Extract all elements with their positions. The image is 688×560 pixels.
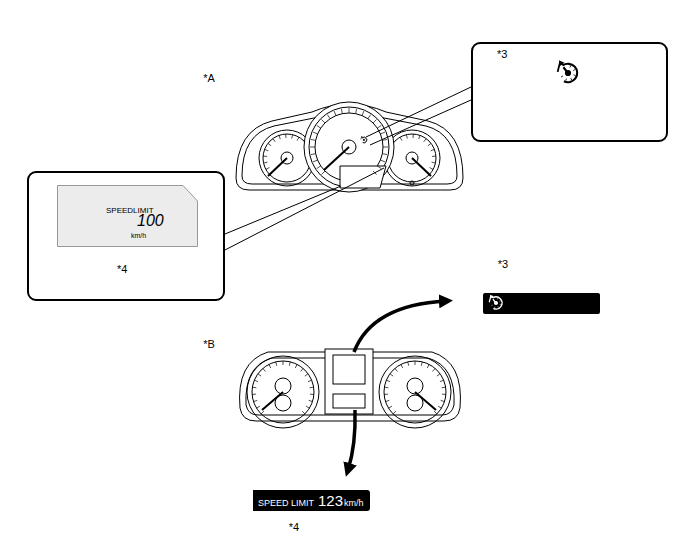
leader-line [225, 87, 471, 250]
meter-cluster-a [236, 102, 463, 192]
callout-label: *3 [498, 258, 508, 270]
callout-label: *B [203, 338, 215, 350]
pointer-arrow [348, 301, 446, 470]
speed-limiter-icon [361, 136, 367, 143]
display-text: km/h [131, 232, 146, 239]
callout-number: *3 [497, 49, 507, 60]
display-text: SPEED LIMIT [258, 493, 314, 514]
callout-label: *4 [289, 521, 299, 533]
callout-label: *A [203, 72, 215, 84]
lcd-display: SPEEDLIMIT100km/h [57, 185, 198, 247]
indicator-bar [483, 293, 600, 314]
display-text: km/h [344, 493, 364, 514]
speed-value: 123 [318, 490, 343, 511]
speed-limiter-icon [558, 60, 578, 82]
callout-box: *3 [471, 42, 668, 142]
speed-limiter-icon [489, 295, 502, 309]
callout-number: *4 [117, 264, 127, 275]
speed-value: 100 [137, 213, 164, 229]
display-bar: SPEED LIMIT123km/h [253, 490, 370, 511]
callout-box: *4SPEEDLIMIT100km/h [27, 171, 225, 301]
lcd-outline [57, 185, 198, 247]
meter-cluster-b [240, 349, 461, 428]
